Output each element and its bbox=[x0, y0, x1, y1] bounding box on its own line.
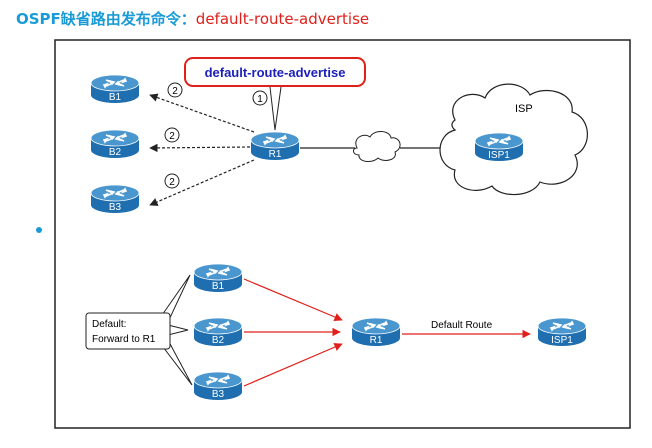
isp-cloud-label: ISP bbox=[515, 103, 533, 115]
step-2-label-b2: 2 bbox=[169, 131, 175, 142]
diagram-frame bbox=[54, 39, 631, 429]
adv-arrow-b3 bbox=[149, 159, 255, 206]
step-2-badge-b3 bbox=[164, 173, 180, 189]
step-1-badge bbox=[252, 90, 268, 106]
bottom-diagram: Default: Forward to R1 Default Route B1 … bbox=[85, 263, 587, 401]
router-b1-bottom-label: B1 bbox=[212, 281, 225, 292]
default-note-box bbox=[85, 312, 171, 350]
step-2-badge-b1 bbox=[167, 82, 183, 98]
step-2-label-b1: 2 bbox=[172, 86, 178, 97]
default-note-line1: Default: bbox=[92, 319, 126, 330]
title-prefix: OSPF缺省路由发布命令： bbox=[16, 10, 196, 28]
router-isp1-bottom-label: ISP1 bbox=[551, 335, 573, 346]
callout-text: default-route-advertise bbox=[205, 65, 346, 80]
adv-arrow-b1 bbox=[149, 93, 255, 133]
default-arrow-b3 bbox=[243, 343, 343, 387]
step-2-label-b3: 2 bbox=[169, 177, 175, 188]
router-b2-bottom-label: B2 bbox=[212, 335, 225, 346]
router-b1-label: B1 bbox=[109, 92, 122, 103]
page-title: OSPF缺省路由发布命令：default-route-advertise bbox=[16, 8, 369, 29]
step-1-label: 1 bbox=[257, 94, 263, 105]
note-pointer-b2 bbox=[167, 324, 189, 336]
router-isp1-label: ISP1 bbox=[488, 150, 510, 161]
callout-pointer bbox=[269, 86, 282, 131]
adv-arrow-b2 bbox=[149, 143, 251, 153]
wan-cloud bbox=[353, 131, 401, 163]
router-b3-bottom-label: B3 bbox=[212, 389, 225, 400]
router-r1-label: R1 bbox=[269, 149, 282, 160]
router-r1-bottom-label: R1 bbox=[370, 335, 383, 346]
bullet-dot bbox=[36, 227, 42, 233]
top-diagram: default-route-advertise 1 2 2 2 ISP B1 B… bbox=[90, 57, 588, 214]
default-arrow-b1 bbox=[243, 278, 343, 321]
default-route-label: Default Route bbox=[431, 320, 493, 331]
default-note-line2: Forward to R1 bbox=[92, 334, 156, 345]
router-b2-label: B2 bbox=[109, 147, 122, 158]
step-2-badge-b2 bbox=[164, 127, 180, 143]
command-callout bbox=[184, 57, 366, 87]
router-b3-label: B3 bbox=[109, 202, 122, 213]
title-command: default-route-advertise bbox=[195, 10, 370, 28]
